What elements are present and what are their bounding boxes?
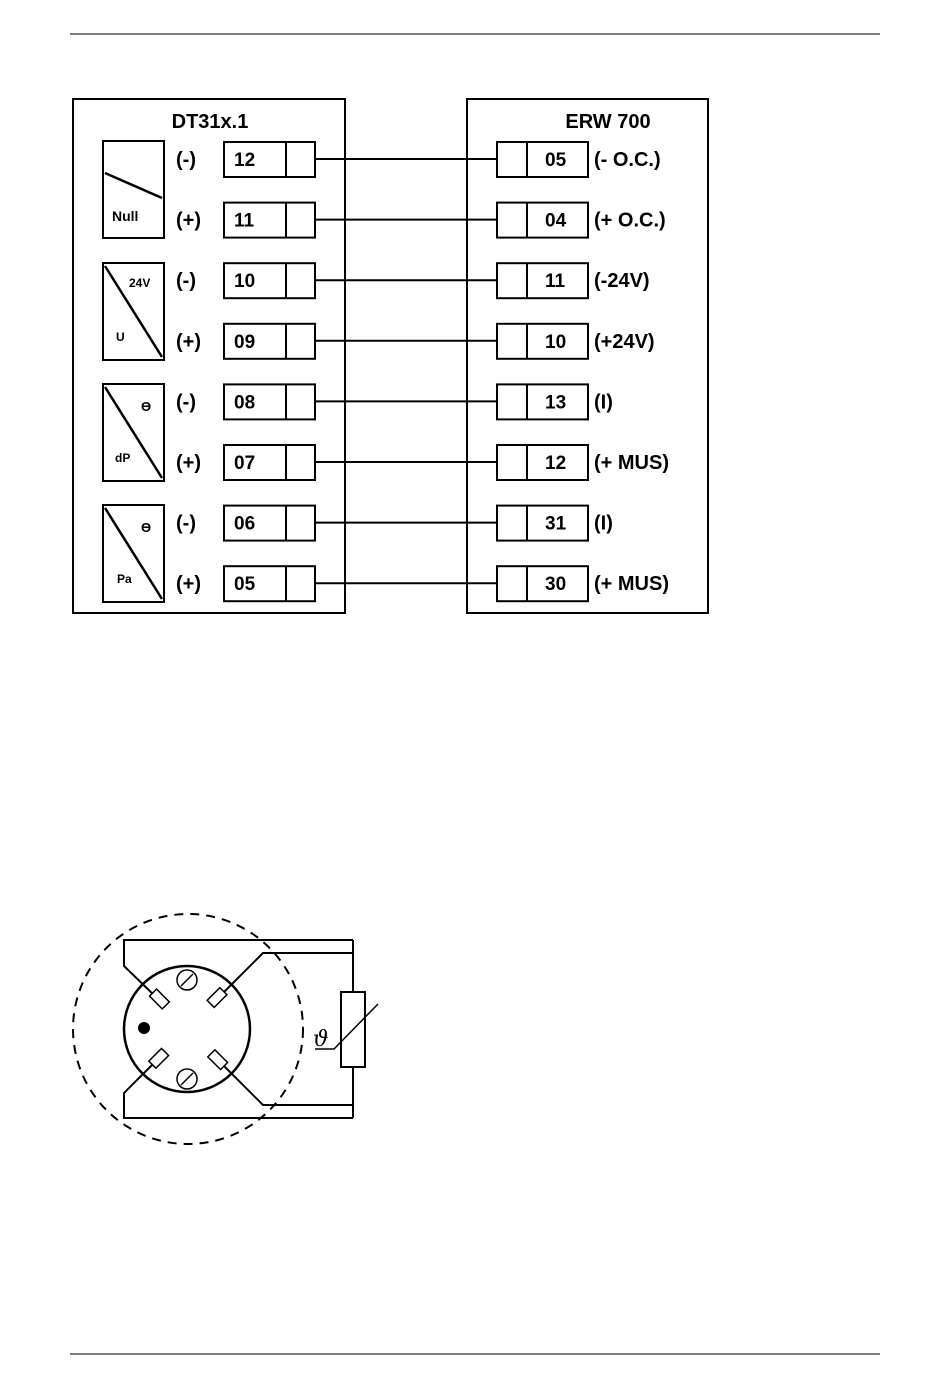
left-terminal-number: 10 bbox=[234, 271, 255, 292]
left-polarity-label: (+) bbox=[176, 210, 201, 232]
wire-bottom-left bbox=[124, 1059, 353, 1118]
left-terminal-number: 06 bbox=[234, 514, 255, 535]
right-terminal-block bbox=[497, 142, 588, 177]
terminal-row: (-) 06 31 (I) bbox=[176, 506, 613, 541]
screw-bottom-icon bbox=[177, 1069, 197, 1089]
theta-symbol-pa-glyph: ϴ bbox=[141, 520, 151, 535]
left-polarity-label: (-) bbox=[176, 149, 196, 171]
left-terminal-number: 08 bbox=[234, 392, 255, 413]
pin-top-left bbox=[150, 989, 170, 1009]
signal-block-pa: ϴ Pa bbox=[103, 505, 164, 602]
right-terminal-number: 13 bbox=[545, 392, 566, 413]
theta-symbol-dp-diagonal bbox=[105, 387, 162, 478]
right-terminal-description: (I) bbox=[594, 391, 613, 413]
left-terminal-number: 12 bbox=[234, 150, 255, 171]
left-device-title: DT31x.1 bbox=[172, 111, 249, 133]
right-terminal-number: 30 bbox=[545, 574, 566, 595]
right-terminal-block bbox=[497, 566, 588, 601]
theta-symbol-pa-label: Pa bbox=[117, 572, 132, 586]
right-terminal-description: (+ MUS) bbox=[594, 573, 669, 595]
left-polarity-label: (+) bbox=[176, 573, 201, 595]
right-terminal-description: (+ O.C.) bbox=[594, 210, 666, 232]
left-terminal-number: 09 bbox=[234, 332, 255, 353]
pin-top-right bbox=[207, 988, 227, 1008]
screw-top-icon bbox=[177, 970, 197, 990]
voltage-symbol-label: U bbox=[116, 330, 125, 344]
right-terminal-block bbox=[497, 324, 588, 359]
right-terminal-number: 04 bbox=[545, 211, 567, 232]
right-terminal-number: 10 bbox=[545, 332, 566, 353]
left-terminal-number: 11 bbox=[234, 211, 255, 232]
right-terminal-description: (I) bbox=[594, 513, 613, 535]
right-terminal-block bbox=[497, 506, 588, 541]
signal-block-null: Null bbox=[103, 141, 164, 238]
terminal-row: (+) 09 10 (+24V) bbox=[176, 324, 655, 359]
thermistor-symbol: ϑ bbox=[313, 1027, 329, 1052]
wiring-diagram bbox=[73, 99, 708, 613]
left-polarity-label: (-) bbox=[176, 391, 196, 413]
theta-symbol-dp-label: dP bbox=[115, 451, 130, 465]
right-terminal-number: 31 bbox=[545, 514, 567, 535]
terminal-row: (+) 11 04 (+ O.C.) bbox=[176, 203, 666, 238]
right-terminal-number: 05 bbox=[545, 150, 567, 171]
terminal-row: (-) 10 11 (-24V) bbox=[176, 263, 650, 298]
connector-key-dot bbox=[138, 1022, 150, 1034]
right-terminal-block bbox=[497, 445, 588, 480]
right-terminal-number: 12 bbox=[545, 453, 566, 474]
left-terminal-number: 07 bbox=[234, 453, 255, 474]
left-polarity-label: (-) bbox=[176, 270, 196, 292]
voltage-symbol-label-top: 24V bbox=[129, 276, 150, 290]
left-polarity-label: (+) bbox=[176, 331, 201, 353]
terminal-row: (+) 07 12 (+ MUS) bbox=[176, 445, 669, 480]
right-device-title: ERW 700 bbox=[565, 111, 650, 133]
theta-symbol-dp-glyph: ϴ bbox=[141, 399, 151, 414]
left-polarity-label: (-) bbox=[176, 513, 196, 535]
signal-block-voltage: 24V U bbox=[103, 263, 164, 360]
right-terminal-description: (-24V) bbox=[594, 270, 650, 292]
right-terminal-description: (+24V) bbox=[594, 331, 655, 353]
terminal-row: (+) 05 30 (+ MUS) bbox=[176, 566, 669, 601]
theta-symbol-pa-diagonal bbox=[105, 508, 162, 599]
signal-block-dp: ϴ dP bbox=[103, 384, 164, 481]
sensor-diagram bbox=[73, 914, 378, 1144]
right-terminal-description: (+ MUS) bbox=[594, 452, 669, 474]
right-terminal-description: (- O.C.) bbox=[594, 149, 661, 171]
terminal-row: (-) 12 05 (- O.C.) bbox=[176, 142, 661, 177]
right-terminal-block bbox=[497, 263, 588, 298]
right-terminal-block bbox=[497, 203, 588, 238]
left-terminal-number: 05 bbox=[234, 574, 256, 595]
right-terminal-block bbox=[497, 384, 588, 419]
terminal-row: (-) 08 13 (I) bbox=[176, 384, 613, 419]
right-terminal-number: 11 bbox=[545, 271, 566, 292]
null-symbol-diagonal bbox=[105, 173, 162, 198]
left-polarity-label: (+) bbox=[176, 452, 201, 474]
sensor-housing-outline bbox=[73, 914, 303, 1144]
null-symbol-label: Null bbox=[112, 208, 138, 224]
terminal-rows: (-) 12 05 (- O.C.) (+) 11 04 (+ O.C.) (-) 10 11 (-2… bbox=[176, 142, 669, 601]
